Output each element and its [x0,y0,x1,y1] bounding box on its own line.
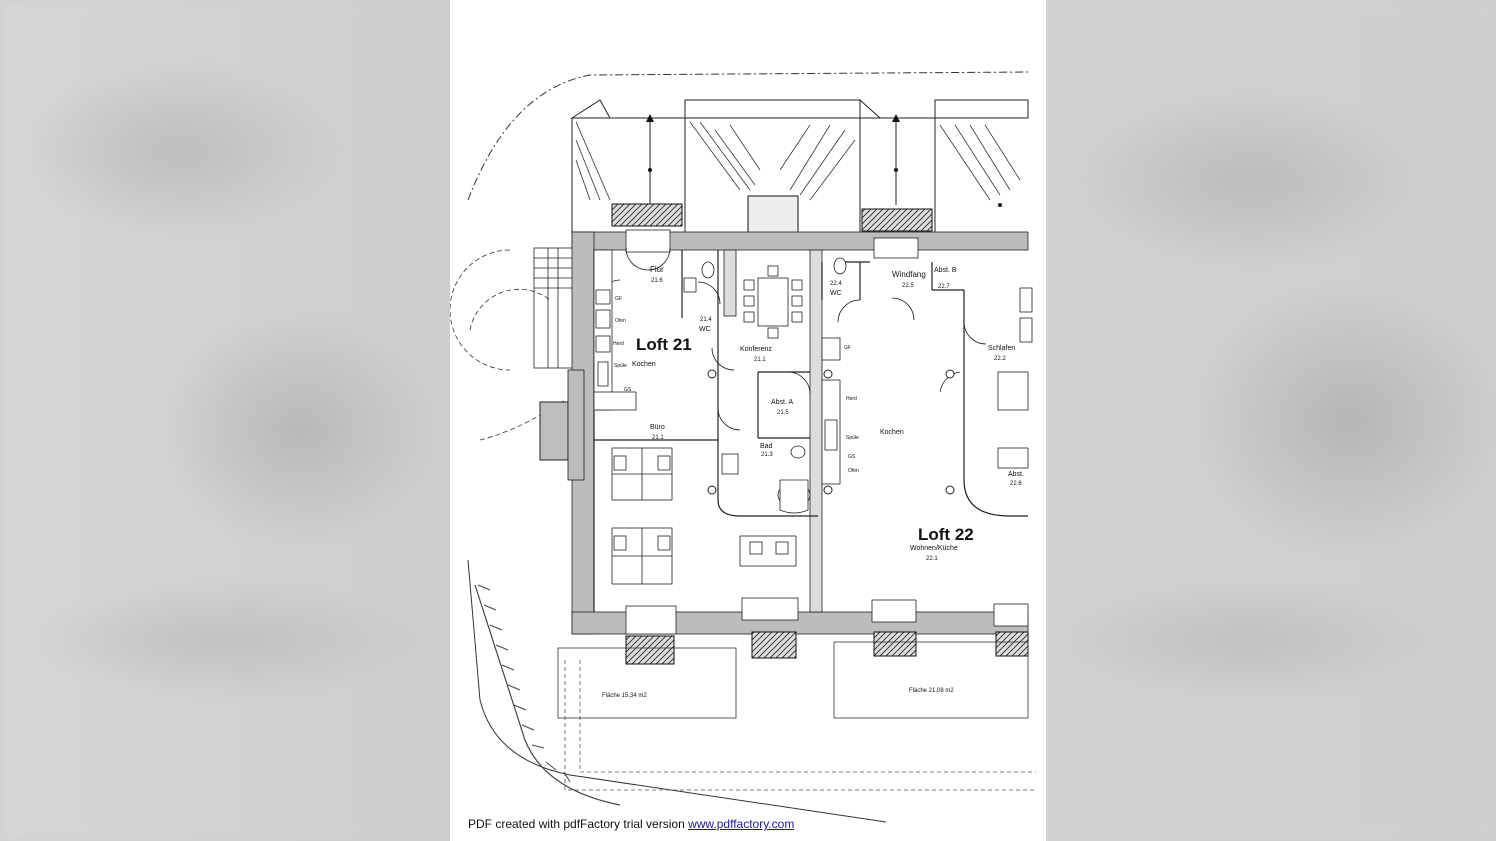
room-num-abst-a: 21.5 [777,410,789,416]
room-name-windfang: Windfang [892,270,926,279]
appliance-gf-2: GF [844,345,851,351]
dormer-arrows [646,114,1002,207]
appliance-gf-1: GF [615,296,622,302]
columns [707,369,955,495]
appliance-gs-2: GS [848,454,856,460]
site-boundary [467,71,1029,201]
path-edge [474,584,621,806]
terrace-outlines [557,641,1029,719]
appliance-ofen-2: Ofen [848,468,859,474]
terrace-area-loft-21: Fläche 15,34 m2 [602,693,647,699]
room-name-kochen22: Kochen [880,429,904,436]
room-name-schlafen: Schlafen [988,345,1015,352]
office-desks [611,447,797,585]
room-name-wc21: WC [699,326,711,333]
appliance-spuele-1: Spüle [614,363,627,369]
hatched-planters-bottom [625,631,1029,665]
appliance-ofen-1: Ofen [615,318,626,324]
room-num-konferenz: 21.1 [754,357,766,363]
footer-text: PDF created with pdfFactory trial versio… [468,817,689,831]
appliance-spuele-2: Spüle [846,435,859,441]
room-name-bad: Bad [760,443,773,450]
path-hatch [477,584,571,783]
radius-arc [450,249,511,371]
room-num-wohnen: 22.1 [926,556,938,562]
room-num-wc22: 22.4 [830,281,842,287]
kitchen-22-counter [821,337,841,485]
door-swings [599,247,987,431]
room-name-kochen21: Kochen [632,361,656,368]
pdf-footer: PDF created with pdfFactory trial versio… [468,817,794,831]
room-name-buero: Büro [650,424,665,431]
room-name-konferenz: Konferenz [740,346,772,353]
room-num-bad: 21.3 [761,452,773,458]
appliance-herd-2: Herd [846,396,857,402]
site-boundary-lower [467,559,887,823]
sanitary-fixtures [683,257,1033,514]
hatched-planters-top [611,195,933,237]
pdf-page: Loft 21 Loft 22 Flur 21.6 21.4 WC Konfer… [450,0,1046,841]
floor-plan: Loft 21 Loft 22 Flur 21.6 21.4 WC Konfer… [450,71,1036,823]
radius-arc-2 [469,288,551,331]
room-name-abst-b: Abst. B [934,267,957,274]
room-name-wc22: WC [830,290,842,297]
conference-table [743,265,803,339]
openings [625,229,1029,635]
room-num-abst-b: 22.7 [938,284,950,290]
appliance-gs-1: GS [624,387,632,393]
room-num-abst-22: 22.6 [1010,481,1022,487]
kitchen-21-counter [593,249,637,411]
entrance-pier [539,401,569,461]
room-num-schlafen: 22.2 [994,356,1006,362]
room-name-abst-22: Abst. [1008,471,1024,478]
exterior-stair [533,247,575,369]
room-num-flur: 21.6 [651,278,663,284]
room-num-buero: 21.1 [652,435,664,441]
dashed-line-inner [579,660,1036,773]
room-num-wc21: 21.4 [700,317,712,323]
room-num-windfang: 22.5 [902,283,914,289]
room-name-flur: Flur [650,265,664,274]
pdffactory-link[interactable]: www.pdffactory.com [688,817,795,831]
room-name-wohnen: Wohnen/Küche [910,545,958,552]
unit-label-loft-21: Loft 21 [636,335,692,354]
unit-label-loft-22: Loft 22 [918,525,974,544]
dashed-line [564,660,1036,791]
roof-hatch [575,121,1021,201]
roof-dormers [570,98,1029,237]
terrace-area-loft-22: Fläche 21,08 m2 [909,688,954,694]
room-name-abst-a: Abst. A [771,399,794,406]
appliance-herd-1: Herd [613,341,624,347]
